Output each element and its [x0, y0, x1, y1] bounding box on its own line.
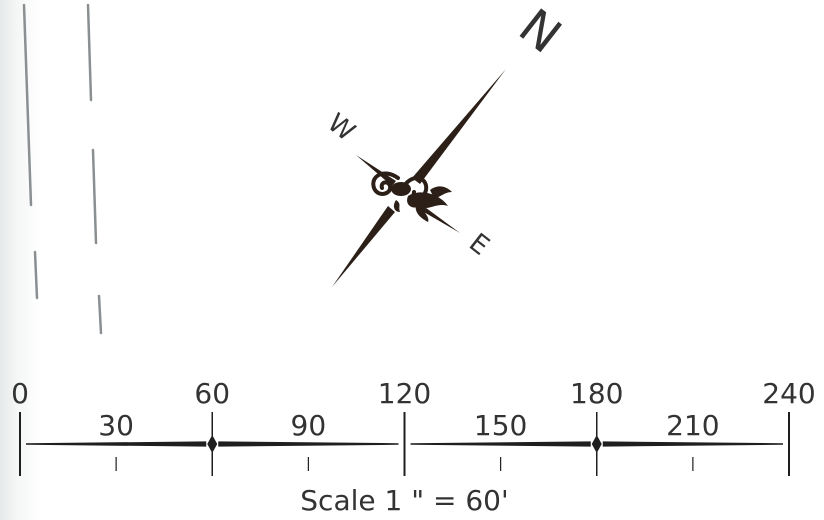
- scale-diamond-marker: [591, 435, 602, 453]
- scale-major-label: 0: [11, 377, 29, 410]
- north-label: N: [508, 0, 571, 65]
- scale-major-label: 60: [194, 377, 230, 410]
- scale-bar-segment: [410, 441, 591, 447]
- road-line-3: [91, 148, 98, 245]
- scale-minor-label: 90: [291, 409, 327, 442]
- road-line-1: [22, 3, 33, 207]
- road-line-2: [86, 3, 93, 102]
- scale-bar-segment: [218, 441, 399, 447]
- north-needle: [412, 69, 506, 184]
- road-edge-lines: [22, 3, 103, 335]
- east-label: E: [463, 228, 494, 262]
- west-label: W: [322, 108, 361, 147]
- scale-diamond-marker: [207, 435, 218, 453]
- west-needle: [356, 155, 396, 186]
- east-needle: [410, 199, 460, 233]
- scale-bar-segment: [26, 441, 207, 447]
- scale-major-label: 180: [570, 377, 623, 410]
- scale-major-label: 240: [762, 377, 815, 410]
- compass-rose: N W E: [322, 0, 571, 287]
- scale-bar-segment: [602, 441, 783, 447]
- road-line-5: [97, 294, 103, 335]
- scale-minor-label: 30: [98, 409, 134, 442]
- road-line-4: [33, 250, 39, 300]
- scale-major-label: 120: [378, 377, 431, 410]
- scale-minor-label: 210: [666, 409, 719, 442]
- south-needle: [332, 206, 395, 287]
- compass-ornament: [371, 171, 452, 222]
- scale-caption: Scale 1 " = 60': [300, 484, 508, 517]
- scale-minor-label: 150: [474, 409, 527, 442]
